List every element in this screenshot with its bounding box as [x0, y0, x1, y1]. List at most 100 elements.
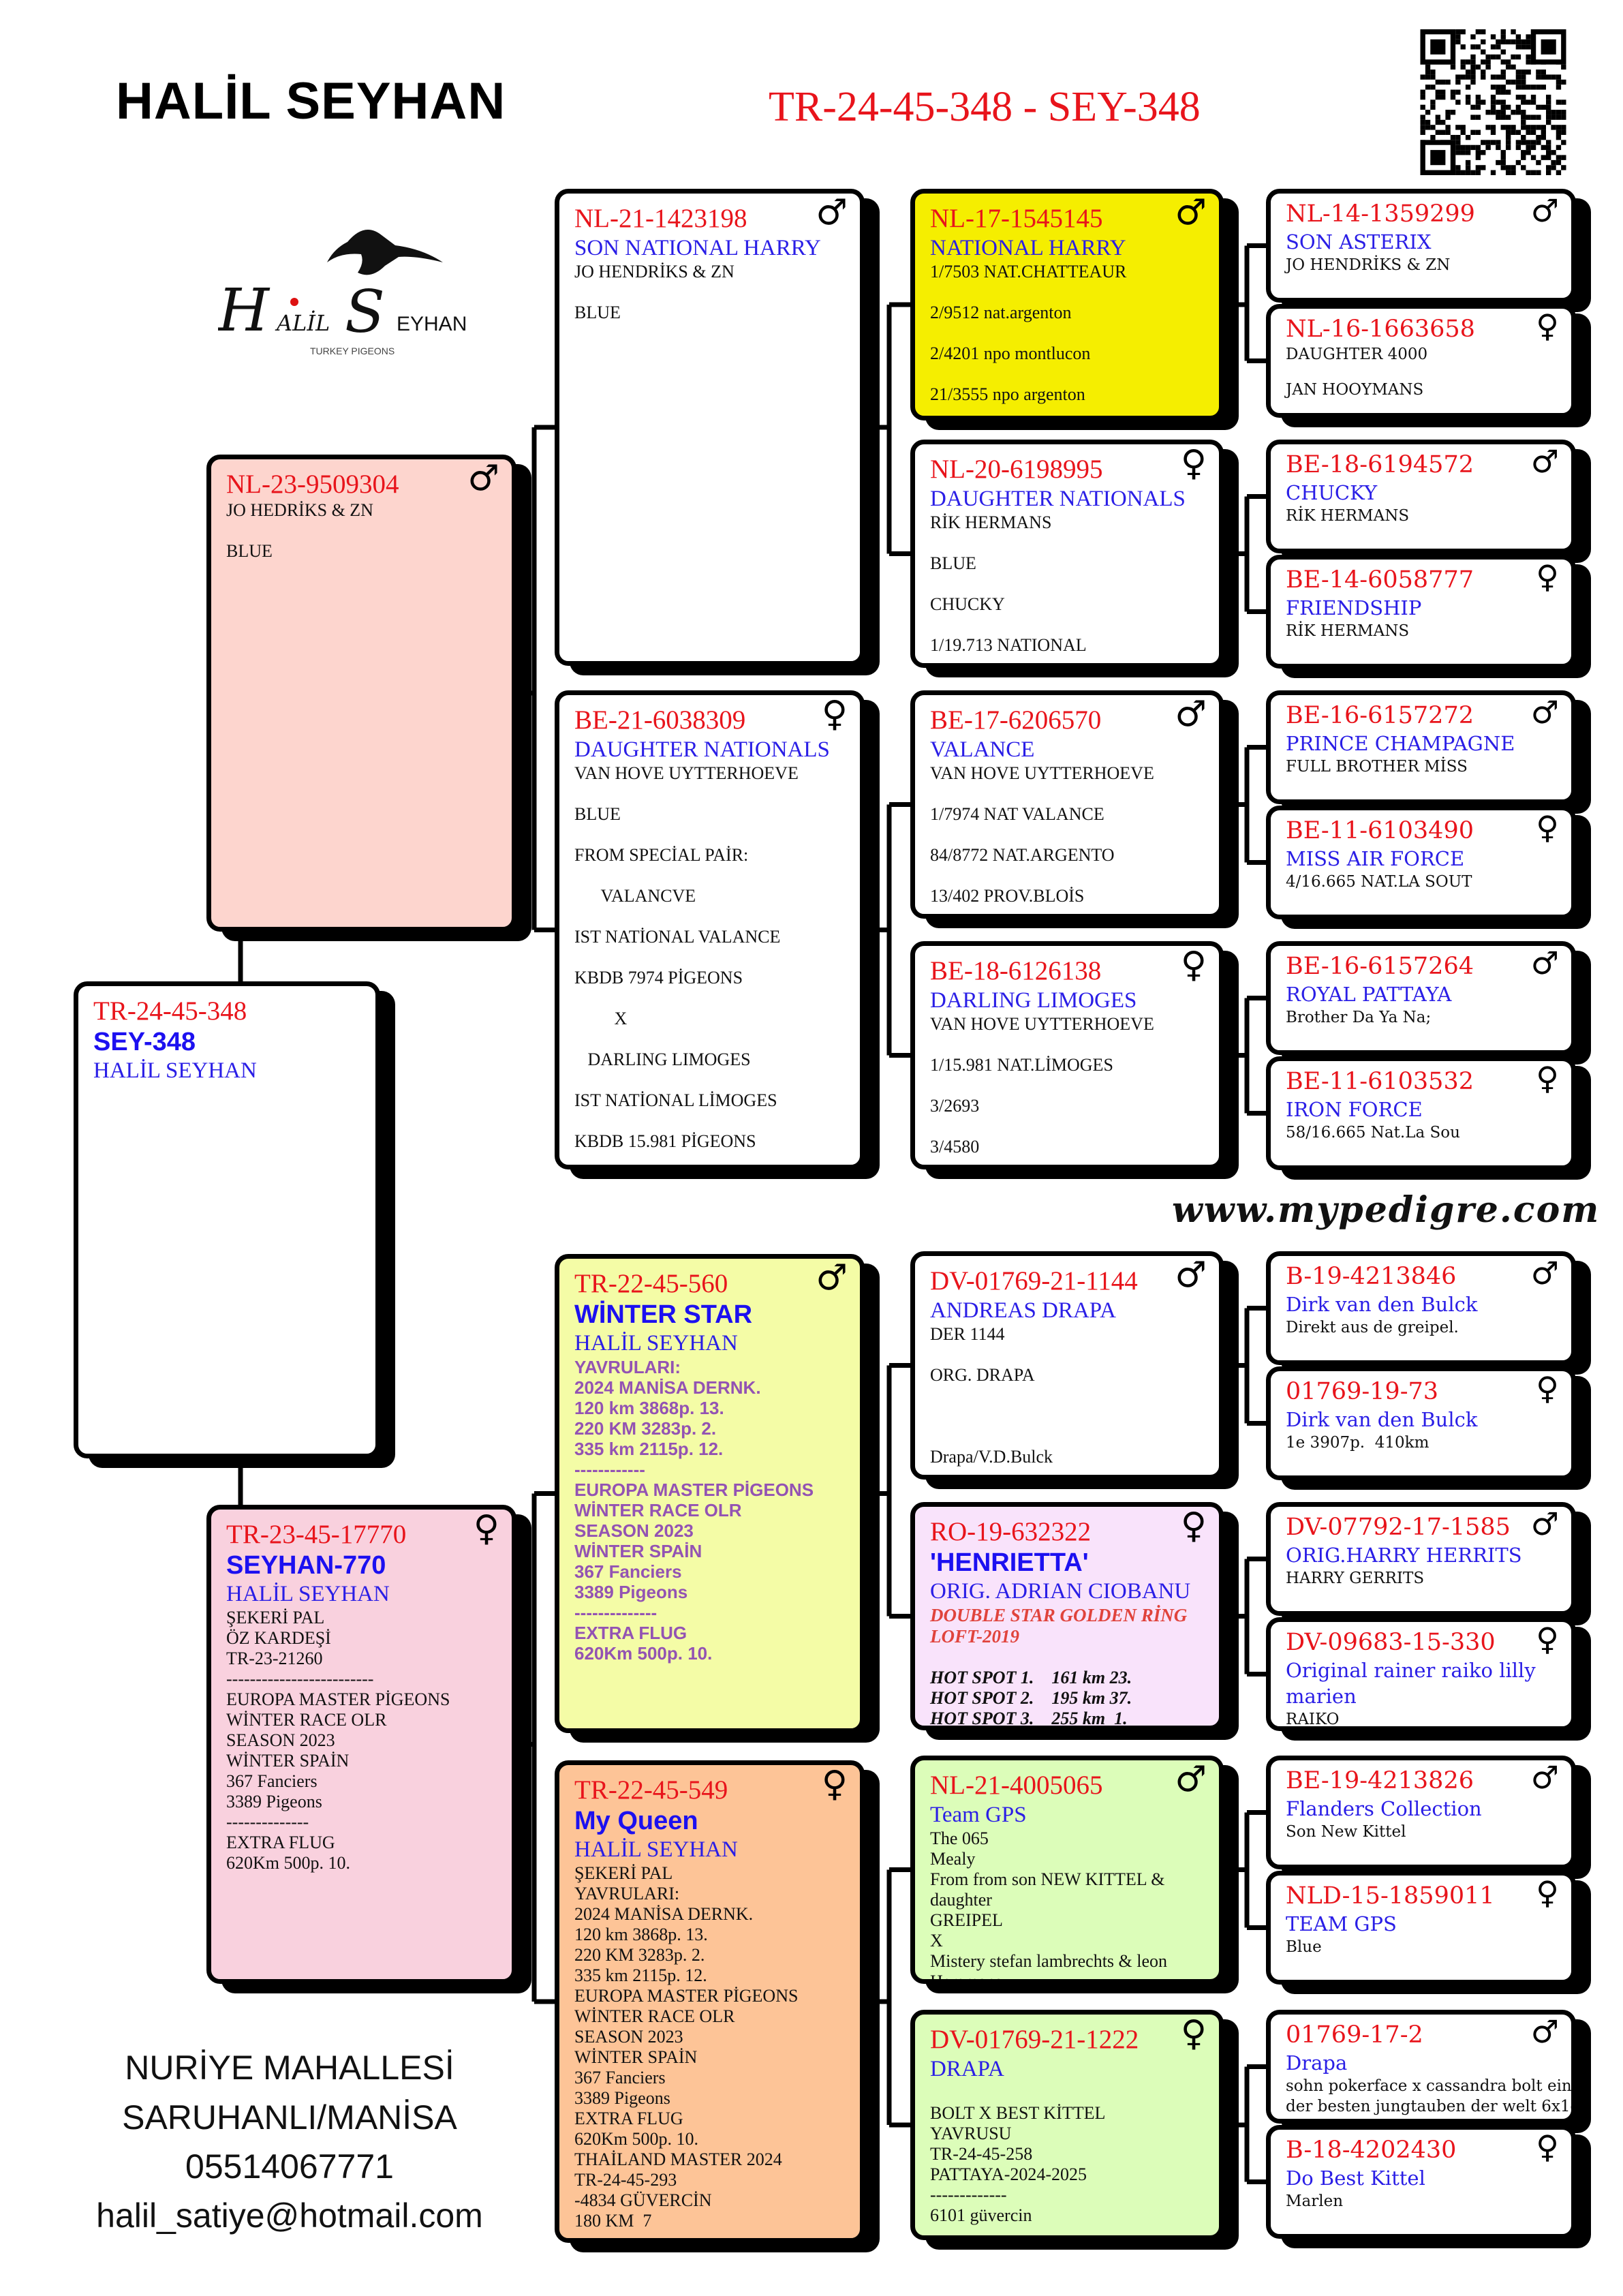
info-line	[574, 1070, 845, 1090]
info-line: Blue	[1286, 1938, 1322, 1956]
female-icon: ♀	[473, 1508, 499, 1549]
female-icon: ♀	[1536, 2128, 1559, 2165]
info-line: 367 Fanciers	[226, 1771, 318, 1791]
info-line: ŞEKERİ PAL	[574, 1863, 673, 1883]
info-line: 13/402 PROV.BLOİS	[930, 886, 1085, 906]
pigeon-name: MISS AIR FORCE	[1286, 847, 1465, 870]
pigeon-card[interactable]: ♀RO-19-632322'HENRIETTA'ORIG. ADRIAN CIO…	[910, 1502, 1224, 1730]
owner-name: HALİL SEYHAN	[93, 1058, 257, 1083]
ring-number: BE-11-6103490	[1286, 817, 1474, 844]
info-line: WİNTER SPAİN	[574, 1541, 702, 1561]
female-icon: ♀	[1180, 1505, 1207, 1546]
info-line: -------------------------	[226, 1669, 374, 1689]
male-icon: ♂	[1175, 1759, 1207, 1800]
info-line	[574, 866, 845, 886]
info-line: 220 KM 3283p. 2.	[574, 1418, 717, 1439]
info-line: Marlen	[1286, 2192, 1344, 2210]
male-icon: ♂	[1530, 1759, 1559, 1796]
info-line: GREIPEL	[930, 1910, 1003, 1930]
info-line	[574, 988, 845, 1009]
pigeon-name: My Queen	[574, 1807, 698, 1835]
ring-number: TR-22-45-549	[574, 1775, 728, 1805]
info-line: VALANCVE	[574, 886, 696, 906]
info-line	[930, 784, 1204, 804]
ring-number: BE-16-6157264	[1286, 953, 1474, 980]
female-icon: ♀	[1536, 1060, 1559, 1097]
logo: H ALİL S EYHAN TURKEY PIGEONS	[218, 230, 467, 356]
info-line: IST NATİONAL LİMOGES	[574, 1090, 777, 1110]
info-line: EUROPA MASTER PİGEONS	[574, 1986, 799, 2006]
info-line	[574, 784, 845, 804]
female-icon: ♀	[821, 694, 848, 735]
info-line: Mistery stefan lambrechts & leon	[930, 1951, 1168, 1971]
ring-number: BE-14-6058777	[1286, 566, 1474, 594]
ring-number: NLD-15-1859011	[1286, 1882, 1495, 1910]
ring-number: BE-16-6157272	[1286, 702, 1474, 729]
pigeon-name: VALANCE	[930, 737, 1035, 762]
achievement-text: LOFT-2019	[930, 1626, 1020, 1647]
info-line: 620Km 500p. 10.	[574, 1643, 713, 1664]
info-line: From from son NEW KITTEL &	[930, 1869, 1165, 1889]
email-address: halil_satiye@hotmail.com	[96, 2196, 483, 2235]
info-line: 120 km 3868p. 13.	[574, 1398, 724, 1418]
info-line: TR-24-45-293	[574, 2170, 677, 2190]
info-line: WİNTER RACE OLR	[574, 2006, 735, 2026]
info-line: WİNTER RACE OLR	[226, 1710, 387, 1730]
pigeon-name: 'HENRIETTA'	[930, 1548, 1089, 1577]
info-line: 120 km 3868p. 13.	[574, 1925, 708, 1944]
info-line: VAN HOVE UYTTERHOEVE	[930, 763, 1154, 783]
female-icon: ♀	[1180, 443, 1207, 484]
info-line: 620Km 500p. 10.	[574, 2129, 698, 2149]
pigeon-name: Flanders Collection	[1286, 1797, 1482, 1820]
address-line-2: SARUHANLI/MANİSA	[122, 2098, 457, 2137]
pigeon-name: SEY-348	[93, 1028, 196, 1056]
ring-number: BE-21-6038309	[574, 705, 746, 735]
pigeon-name: Original rainer raiko lilly marien	[1286, 1659, 1536, 1708]
info-line: --------------	[574, 1602, 658, 1623]
male-icon: ♂	[1530, 2013, 1559, 2050]
info-line: JO HENDRİKS & ZN	[574, 262, 735, 281]
info-line: EXTRA FLUG	[574, 2109, 683, 2128]
info-line: 2024 MANİSA DERNK.	[574, 1904, 754, 1924]
info-line: 2/4201 npo montlucon	[930, 343, 1091, 363]
info-line: SEASON 2023	[574, 2027, 683, 2047]
info-line: 367 Fanciers	[574, 2068, 666, 2087]
info-line: IST NATİONAL VALANCE	[574, 927, 781, 947]
hot-spot-result: HOT SPOT 3. 255 km 1.	[930, 1709, 1128, 1728]
pigeon-name: Dirk van den Bulck	[1286, 1408, 1478, 1431]
breeder-name: HALİL SEYHAN	[116, 72, 506, 130]
pigeon-name: Do Best Kittel	[1286, 2167, 1425, 2190]
info-line: JAN HOOYMANS	[1286, 381, 1424, 399]
info-line: VAN HOVE UYTTERHOEVE	[574, 763, 799, 783]
